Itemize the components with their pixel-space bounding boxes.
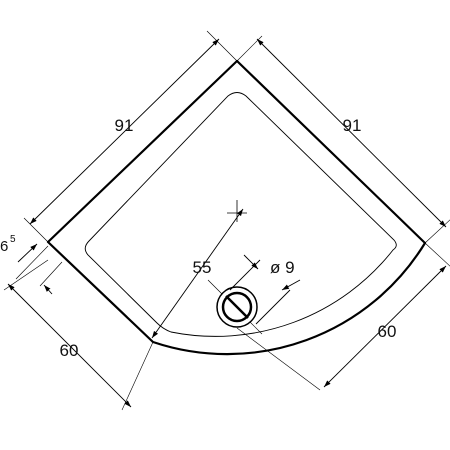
dimension-label-bottom-right: 60 (378, 322, 397, 341)
rim-offset-label: 6 (0, 238, 8, 255)
rim-offset-superscript: 5 (10, 234, 16, 245)
dimension-label-top-left: 91 (115, 116, 134, 135)
drain-diameter-label: ø 9 (270, 258, 295, 277)
drain-diameter-dimension (207, 254, 301, 335)
dimension-label-top-right: 91 (343, 116, 362, 135)
dimension-line-drain-distance (151, 208, 244, 339)
drain-symbol (216, 286, 258, 328)
center-cross-marker (227, 200, 247, 222)
dimension-label-bottom-left: 60 (60, 341, 79, 360)
dimension-line-bottom-left (7, 283, 132, 408)
dimension-line-top-right (256, 38, 447, 228)
rim-offset-dimension (15, 243, 63, 295)
dimension-line-top-left (29, 38, 220, 225)
dimension-line-bottom-right (323, 265, 447, 388)
dimension-label-drain-distance: 55 (193, 258, 212, 277)
